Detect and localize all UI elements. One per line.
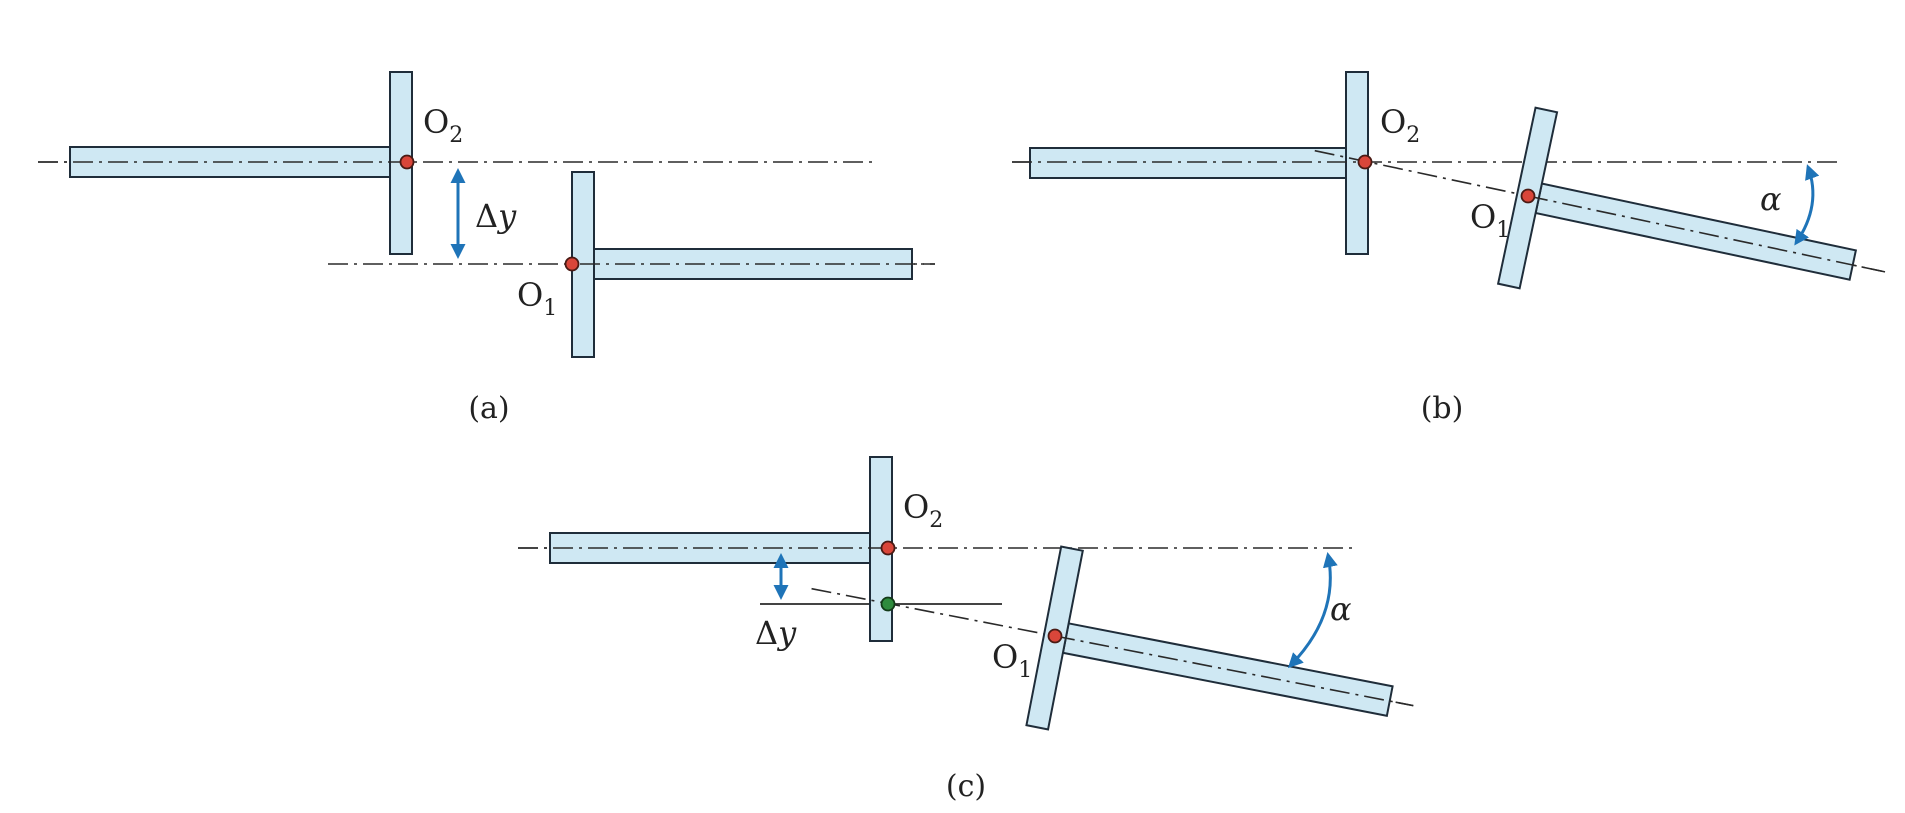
pivot-o2	[1357, 154, 1373, 170]
pivot-o1	[1520, 188, 1536, 204]
pivot-o2	[880, 540, 896, 556]
caption-b: (b)	[1421, 391, 1464, 426]
angle-arc	[1287, 552, 1338, 669]
label-delta-y: Δy	[755, 614, 797, 652]
label-delta-y: Δy	[475, 197, 517, 235]
tilted-shaft	[1534, 182, 1858, 281]
label-o2: O2	[903, 488, 943, 533]
tilted-centerline-overlay	[1054, 635, 1414, 707]
panel-a: O2 O1 Δy (a)	[38, 71, 935, 426]
caption-c: (c)	[946, 769, 986, 804]
lower-shaft	[593, 248, 913, 280]
label-o2: O2	[423, 103, 463, 148]
angle-arc	[1794, 164, 1820, 246]
caption-a: (a)	[468, 391, 509, 426]
label-alpha: α	[1760, 180, 1782, 218]
pivot-o1	[564, 256, 580, 272]
pivot-o1	[1047, 628, 1063, 644]
label-alpha: α	[1330, 590, 1352, 628]
panel-b: O2 O1 α (b)	[1012, 71, 1886, 426]
panel-c: O2 O1 Δy α (c)	[518, 456, 1414, 804]
label-o1: O1	[1470, 198, 1510, 243]
tilted-centerline-overlay	[1527, 195, 1886, 273]
label-o1: O1	[992, 638, 1032, 683]
pivot-o2	[399, 154, 415, 170]
label-o2: O2	[1380, 103, 1420, 148]
label-o1: O1	[517, 276, 557, 321]
upper-shaft	[1029, 147, 1349, 179]
projected-point	[880, 596, 896, 612]
